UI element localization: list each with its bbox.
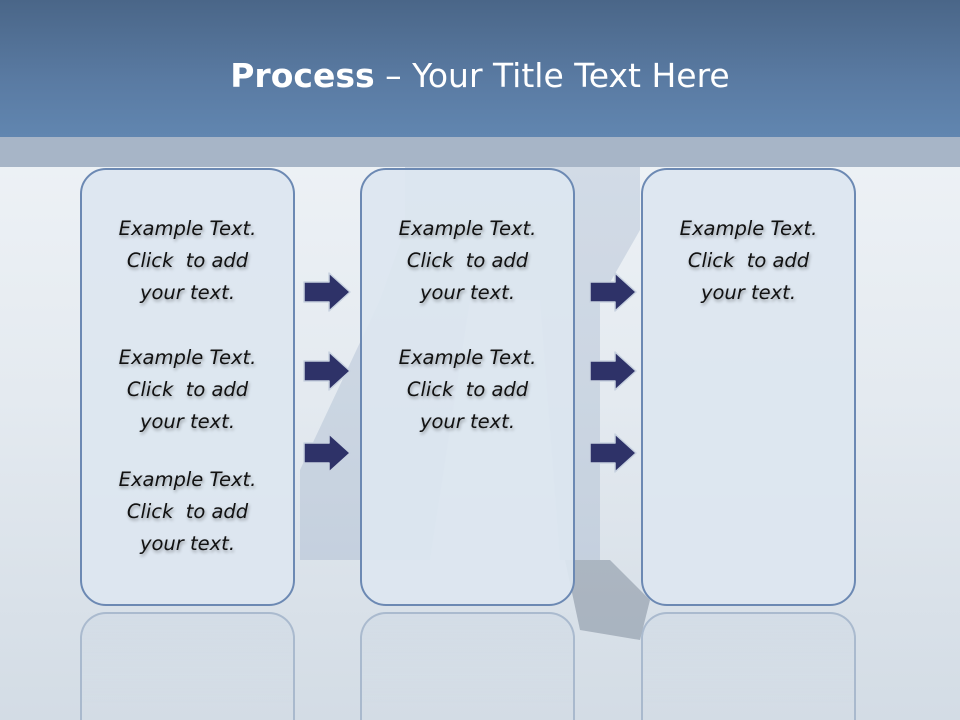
process-box-1[interactable]: Example Text. Click to add your text. Ex… [80, 168, 295, 606]
text-line: Example Text. [679, 217, 818, 240]
process-box-3[interactable]: Example Text. Click to add your text. [641, 168, 856, 606]
text-placeholder[interactable]: Example Text. Click to add your text. [643, 213, 854, 309]
box-reflection-1 [80, 612, 295, 720]
title-bold: Process [230, 56, 375, 95]
text-line: your text. [139, 532, 236, 555]
text-placeholder[interactable]: Example Text. Click to add your text. [82, 464, 293, 560]
title-bar [0, 0, 960, 137]
right-arrow-icon [303, 433, 351, 473]
text-line: Click to add [406, 249, 529, 272]
text-line: Click to add [126, 249, 249, 272]
text-line: Example Text. [118, 217, 257, 240]
text-line: Example Text. [398, 217, 537, 240]
right-arrow-icon [589, 351, 637, 391]
title-bar-band [0, 137, 960, 167]
text-line: Example Text. [398, 346, 537, 369]
process-box-2[interactable]: Example Text. Click to add your text. Ex… [360, 168, 575, 606]
text-line: Click to add [126, 500, 249, 523]
text-line: your text. [419, 281, 516, 304]
text-placeholder[interactable]: Example Text. Click to add your text. [82, 342, 293, 438]
text-line: Click to add [406, 378, 529, 401]
right-arrow-icon [303, 351, 351, 391]
box-reflection-3 [641, 612, 856, 720]
text-placeholder[interactable]: Example Text. Click to add your text. [82, 213, 293, 309]
text-line: your text. [700, 281, 797, 304]
title-rest: – Your Title Text Here [374, 56, 730, 95]
box-reflection-2 [360, 612, 575, 720]
text-placeholder[interactable]: Example Text. Click to add your text. [362, 342, 573, 438]
text-line: Example Text. [118, 346, 257, 369]
text-line: your text. [419, 410, 516, 433]
text-line: Click to add [126, 378, 249, 401]
text-line: your text. [139, 281, 236, 304]
text-line: Click to add [687, 249, 810, 272]
right-arrow-icon [303, 272, 351, 312]
text-line: your text. [139, 410, 236, 433]
right-arrow-icon [589, 272, 637, 312]
right-arrow-icon [589, 433, 637, 473]
slide-title[interactable]: Process – Your Title Text Here [0, 56, 960, 95]
text-line: Example Text. [118, 468, 257, 491]
text-placeholder[interactable]: Example Text. Click to add your text. [362, 213, 573, 309]
